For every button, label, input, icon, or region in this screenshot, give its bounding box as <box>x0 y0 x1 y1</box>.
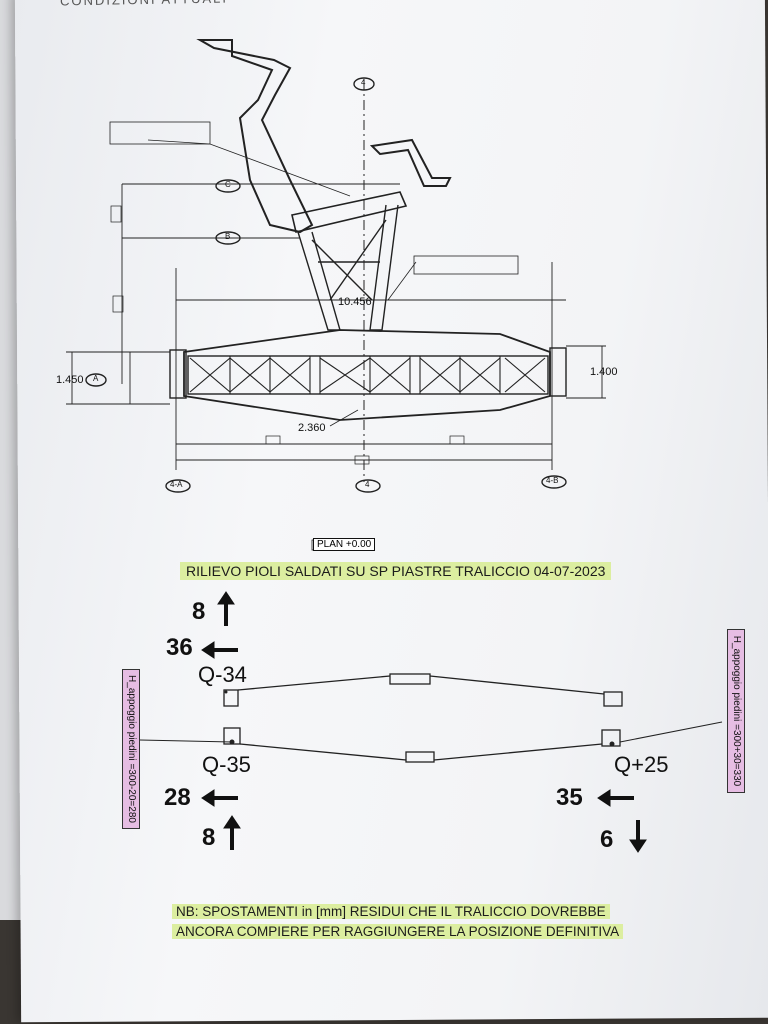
note-line-1: NB: SPOSTAMENTI in [mm] RESIDUI CHE IL T… <box>172 904 610 919</box>
note-line-2: ANCORA COMPIERE PER RAGGIUNGERE LA POSIZ… <box>172 924 624 939</box>
bottom-left-level: Q-35 <box>202 752 251 777</box>
bottom-right-vertical-value: 6 <box>600 826 614 853</box>
grid-tag-4b: 4-B <box>546 476 559 485</box>
top-left-level: Q-34 <box>198 662 247 687</box>
right-support-height-label: H_appoggio piedini =300+30=330 <box>727 629 745 793</box>
dimension-offset: 2.360 <box>298 422 326 434</box>
grid-tag-4-bottom: 4 <box>365 480 370 489</box>
survey-title: RILIEVO PIOLI SALDATI SU SP PIASTRE TRAL… <box>180 562 612 580</box>
dimension-left-height: 1.450 <box>56 374 84 386</box>
grid-tag-4-top: 4 <box>361 78 366 87</box>
top-left-horizontal-value: 36 <box>166 634 193 661</box>
plan-label: PLAN +0.00 <box>313 538 376 551</box>
bottom-left-horizontal-value: 28 <box>164 784 191 811</box>
grid-tag-4a: 4-A <box>170 480 183 489</box>
top-left-vertical-value: 8 <box>192 598 206 625</box>
dimension-right-height: 1.400 <box>590 366 618 378</box>
bottom-left-vertical-value: 8 <box>202 824 216 851</box>
left-support-height-label: H_appoggio piedini =300-20=280 <box>122 669 140 829</box>
dimension-length: 10.456 <box>338 296 372 308</box>
grid-tag-c: C <box>225 180 231 189</box>
grid-tag-a: A <box>93 374 99 383</box>
bottom-right-level: Q+25 <box>614 752 669 777</box>
bottom-right-horizontal-value: 35 <box>556 784 583 811</box>
residual-displacement-note: NB: SPOSTAMENTI in [mm] RESIDUI CHE IL T… <box>172 902 712 942</box>
grid-tag-b: B <box>225 232 231 241</box>
